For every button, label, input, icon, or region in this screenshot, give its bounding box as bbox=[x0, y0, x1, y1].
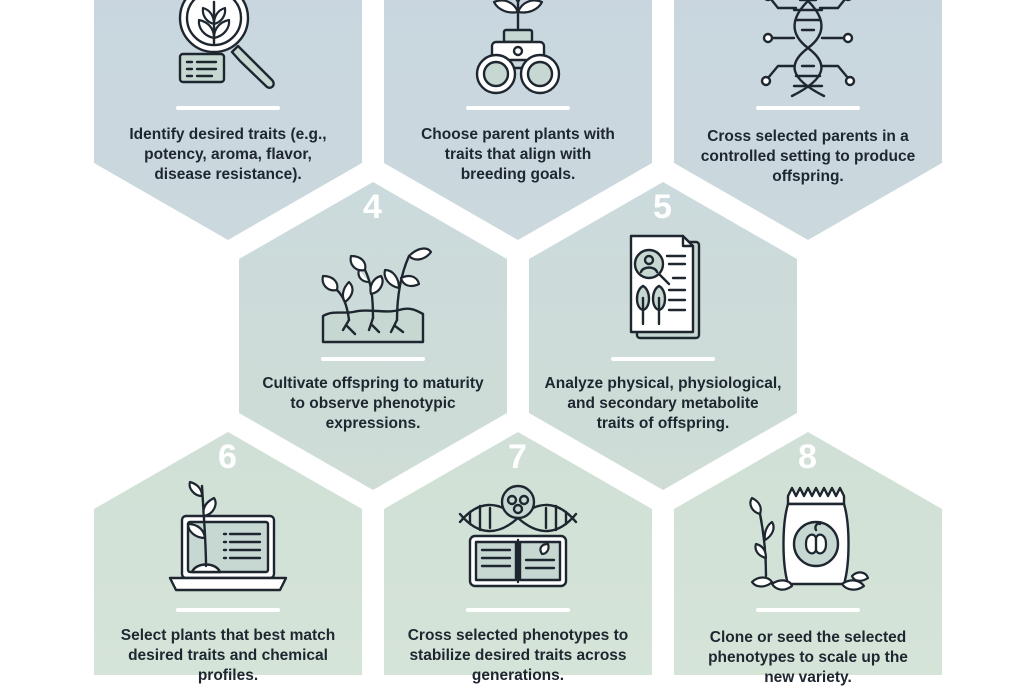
caption-line: new variety. bbox=[764, 669, 852, 686]
divider-line bbox=[176, 106, 280, 110]
step-number: 5 bbox=[653, 188, 673, 226]
step-caption: Clone or seed the selected phenotypes to… bbox=[688, 628, 928, 688]
step-number: 8 bbox=[798, 438, 818, 476]
divider-line bbox=[466, 608, 570, 612]
dna-helix-icon bbox=[748, 0, 868, 98]
step-caption: Select plants that best match desired tr… bbox=[108, 626, 348, 686]
caption-line: profiles. bbox=[197, 667, 259, 684]
caption-line: offspring. bbox=[772, 168, 844, 185]
divider-line bbox=[756, 106, 860, 110]
step-number: 7 bbox=[508, 438, 528, 476]
step-number: 6 bbox=[218, 438, 238, 476]
step-caption: Analyze physical, physiological, and sec… bbox=[543, 374, 783, 434]
caption-line: Select plants that best match bbox=[120, 627, 336, 644]
caption-line: potency, aroma, flavor, bbox=[144, 146, 312, 163]
step-caption: Cultivate offspring to maturity to obser… bbox=[253, 374, 493, 434]
divider-line bbox=[176, 608, 280, 612]
step-caption: Choose parent plants with traits that al… bbox=[398, 125, 638, 185]
plant-binoculars-icon bbox=[458, 0, 578, 98]
magnifier-plant-icon bbox=[168, 0, 288, 98]
caption-line: Cultivate offspring to maturity bbox=[262, 375, 484, 392]
divider-line bbox=[466, 106, 570, 110]
step-number: 4 bbox=[363, 188, 383, 226]
divider-line bbox=[611, 357, 715, 361]
caption-line: generations. bbox=[471, 667, 565, 684]
hexagon-step-3 bbox=[674, 0, 942, 240]
caption-line: expressions. bbox=[325, 415, 421, 432]
caption-line: phenotypes to scale up the bbox=[708, 649, 908, 666]
divider-line bbox=[321, 357, 425, 361]
caption-line: Cross selected phenotypes to bbox=[407, 627, 629, 644]
report-document-icon bbox=[603, 234, 723, 344]
step-caption: Cross selected phenotypes to stabilize d… bbox=[398, 626, 638, 686]
seed-bag-icon bbox=[748, 484, 870, 594]
step-caption: Identify desired traits (e.g., potency, … bbox=[108, 125, 348, 185]
seedlings-soil-icon bbox=[313, 234, 433, 344]
dna-book-icon bbox=[458, 482, 578, 592]
caption-line: traits that align with bbox=[444, 146, 592, 163]
caption-line: disease resistance). bbox=[154, 166, 302, 183]
hexagon-step-1 bbox=[94, 0, 362, 240]
caption-line: Identify desired traits (e.g., bbox=[129, 126, 327, 143]
step-caption: Cross selected parents in a controlled s… bbox=[688, 127, 928, 187]
laptop-plant-icon bbox=[168, 480, 288, 592]
caption-line: Analyze physical, physiological, bbox=[544, 375, 782, 392]
caption-line: to observe phenotypic bbox=[290, 395, 456, 412]
caption-line: Clone or seed the selected bbox=[709, 629, 907, 646]
divider-line bbox=[756, 608, 860, 612]
caption-line: stabilize desired traits across bbox=[409, 647, 627, 664]
caption-line: Choose parent plants with bbox=[421, 126, 615, 143]
caption-line: traits of offspring. bbox=[596, 415, 730, 432]
caption-line: desired traits and chemical bbox=[128, 647, 328, 664]
caption-line: Cross selected parents in a bbox=[707, 128, 909, 145]
caption-line: breeding goals. bbox=[460, 166, 576, 183]
hexagon-step-2 bbox=[384, 0, 652, 240]
caption-line: controlled setting to produce bbox=[700, 148, 916, 165]
caption-line: and secondary metabolite bbox=[567, 395, 759, 412]
